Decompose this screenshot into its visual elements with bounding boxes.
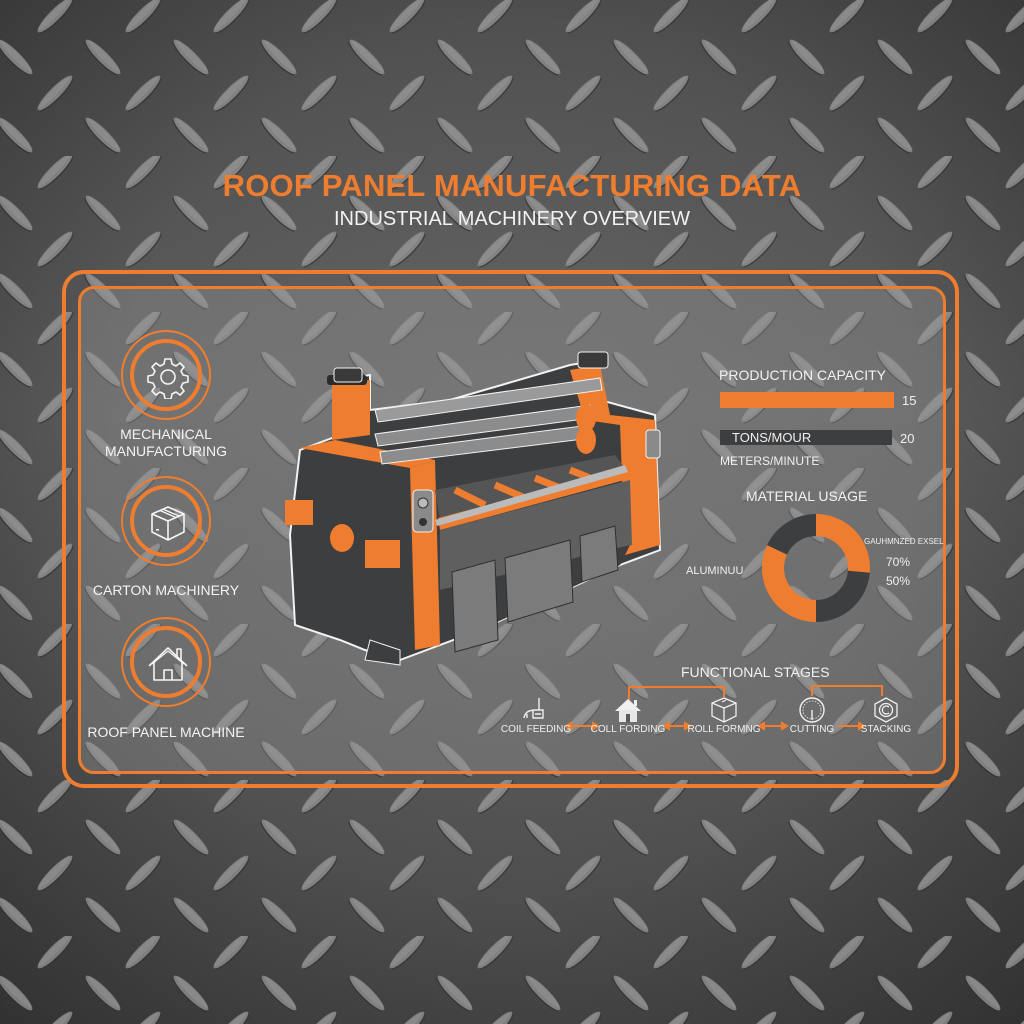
page-subtitle: INDUSTRIAL MACHINERY OVERVIEW (334, 208, 690, 230)
functional-stages-title: FUNCTIONAL STAGES (681, 664, 830, 680)
category-roof-panel-label: ROOF PANEL MACHINE (56, 724, 276, 741)
box-icon (711, 697, 737, 723)
roll-forming-machine-illustration (285, 351, 662, 666)
material-pct-2: 50% (886, 574, 911, 588)
capacity-units-label: METERS/MINUTE (720, 454, 820, 468)
category-carton-button[interactable] (121, 476, 211, 566)
category-carton-label: CARTON MACHINERY (56, 582, 276, 599)
capacity-value-1: 15 (902, 393, 917, 408)
stage-roll-forming[interactable]: ROLL FORMNG (684, 696, 764, 735)
ring (130, 485, 202, 557)
hex-nut-icon (874, 697, 898, 723)
capacity-value-2: 20 (900, 431, 915, 446)
stage-label: COLL FORDING (590, 724, 666, 735)
label-line-2: MANUFACTURING (104, 443, 228, 459)
page-title: ROOF PANEL MANUFACTURING DATA (222, 168, 802, 203)
capacity-bar-2: TONS/MOUR (720, 430, 892, 445)
category-roof-panel-button[interactable] (121, 617, 211, 707)
stage-label: ROLL FORMNG (687, 724, 761, 735)
stage-coll-fording[interactable]: COLL FORDING (588, 696, 668, 735)
ring (130, 626, 202, 698)
material-usage-title: MATERIAL USAGE (746, 488, 868, 504)
category-mechanical-button[interactable] (121, 330, 211, 420)
label-line-1: ROOF PANEL MACHINE (87, 724, 245, 740)
gauge-icon (799, 697, 825, 723)
stage-label: CUTTING (789, 724, 835, 735)
coil-feeder-icon (523, 698, 544, 719)
aluminum-label: ALUMINUU (686, 565, 744, 577)
stage-stacking[interactable]: STACKING (846, 696, 926, 735)
box-icon (151, 506, 185, 541)
stage-label: COIL FEEDING (500, 724, 572, 735)
ring (130, 339, 202, 411)
production-capacity-title: PRODUCTION CAPACITY (719, 367, 886, 383)
galvanized-steel-label: GAUHMNZED EXSEL (864, 537, 944, 546)
capacity-bar-1 (720, 392, 894, 408)
material-usage-donut-chart (762, 514, 870, 622)
gear-icon (147, 358, 189, 399)
stage-label: STACKING (860, 724, 912, 735)
house-icon (148, 647, 188, 681)
label-line-1: CARTON MACHINERY (92, 582, 240, 598)
stage-cutting[interactable]: CUTTING (772, 696, 852, 735)
material-pct-1: 70% (886, 555, 911, 569)
stage-coil-feeding[interactable]: COIL FEEDING (496, 696, 576, 735)
outer-frame (62, 270, 959, 788)
house-icon (615, 699, 641, 722)
capacity-bar-2-label: TONS/MOUR (732, 430, 812, 445)
category-mechanical-label: MECHANICAL MANUFACTURING (56, 426, 276, 460)
label-line-1: MECHANICAL (120, 426, 212, 442)
